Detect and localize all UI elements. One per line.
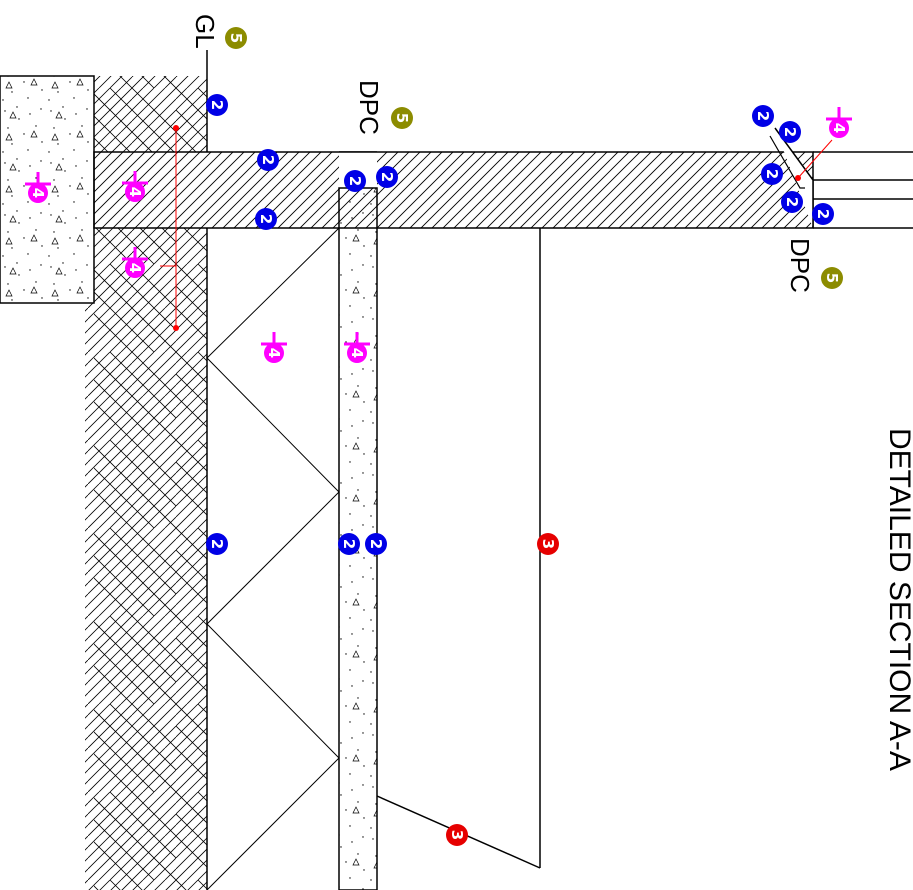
flashing-detail-inner	[769, 135, 805, 189]
blue-marker: 2	[206, 533, 228, 555]
blue-marker: 2	[257, 149, 279, 171]
blue-marker-number: 2	[340, 539, 358, 549]
dimension-end-bottom	[173, 325, 179, 331]
blue-marker-number: 2	[259, 155, 277, 165]
magenta-marker-number: 4	[126, 263, 144, 273]
olive-marker-number: 5	[823, 273, 841, 283]
blue-marker: 2	[255, 208, 277, 230]
slab-hatched	[93, 151, 814, 229]
olive-marker-number: 5	[393, 113, 411, 123]
blue-marker-number: 2	[346, 176, 364, 186]
blue-marker: 2	[344, 170, 366, 192]
earth-region-upper-cross	[94, 76, 207, 152]
blue-marker: 2	[812, 203, 834, 225]
magenta-marker-number: 4	[830, 123, 848, 133]
blue-marker: 2	[779, 121, 801, 143]
leader-line-right	[797, 139, 833, 179]
earth-region-left	[85, 303, 94, 890]
drawing-title: DETAILED SECTION A-A	[883, 428, 913, 771]
magenta-marker-number: 4	[29, 188, 47, 198]
olive-marker: 5	[225, 27, 247, 49]
dpc-label-top: DPC	[354, 80, 384, 135]
gl-label: GL	[190, 14, 220, 49]
red-marker: 3	[446, 824, 468, 846]
blue-marker-number: 2	[378, 172, 396, 182]
red-marker: 3	[537, 533, 559, 555]
magenta-marker-number: 4	[265, 348, 283, 358]
olive-marker: 5	[821, 267, 843, 289]
leader-end-right	[795, 175, 801, 181]
magenta-marker: 4	[25, 172, 51, 203]
red-marker-number: 3	[539, 539, 557, 549]
magenta-marker: 4	[122, 247, 148, 278]
blue-marker: 2	[781, 191, 803, 213]
blue-marker: 2	[206, 94, 228, 116]
blue-marker: 2	[365, 533, 387, 555]
red-marker-number: 3	[448, 830, 466, 840]
blue-marker: 2	[338, 533, 360, 555]
blue-marker-number: 2	[208, 100, 226, 110]
blue-marker: 2	[752, 105, 774, 127]
olive-marker: 5	[391, 107, 413, 129]
blue-marker-number: 2	[814, 209, 832, 219]
magenta-marker: 4	[122, 171, 148, 202]
earth-region-lower-cross	[94, 228, 207, 890]
magenta-marker-number: 4	[348, 348, 366, 358]
magenta-marker: 4	[261, 332, 287, 363]
dpc-label-right: DPC	[785, 238, 815, 293]
dimension-end-top	[173, 125, 179, 131]
blue-marker-number: 2	[367, 539, 385, 549]
zigzag-bracing	[206, 227, 340, 890]
blue-marker: 2	[761, 163, 783, 185]
blue-marker-number: 2	[763, 169, 781, 179]
blue-marker: 2	[376, 166, 398, 188]
blue-marker-number: 2	[781, 127, 799, 137]
blue-marker-number: 2	[783, 197, 801, 207]
magenta-marker-number: 4	[126, 187, 144, 197]
olive-marker-number: 5	[227, 33, 245, 43]
magenta-marker: 4	[826, 107, 852, 138]
blue-marker-number: 2	[754, 111, 772, 121]
blue-marker-number: 2	[257, 214, 275, 224]
blue-marker-number: 2	[208, 539, 226, 549]
magenta-marker: 4	[344, 332, 370, 363]
